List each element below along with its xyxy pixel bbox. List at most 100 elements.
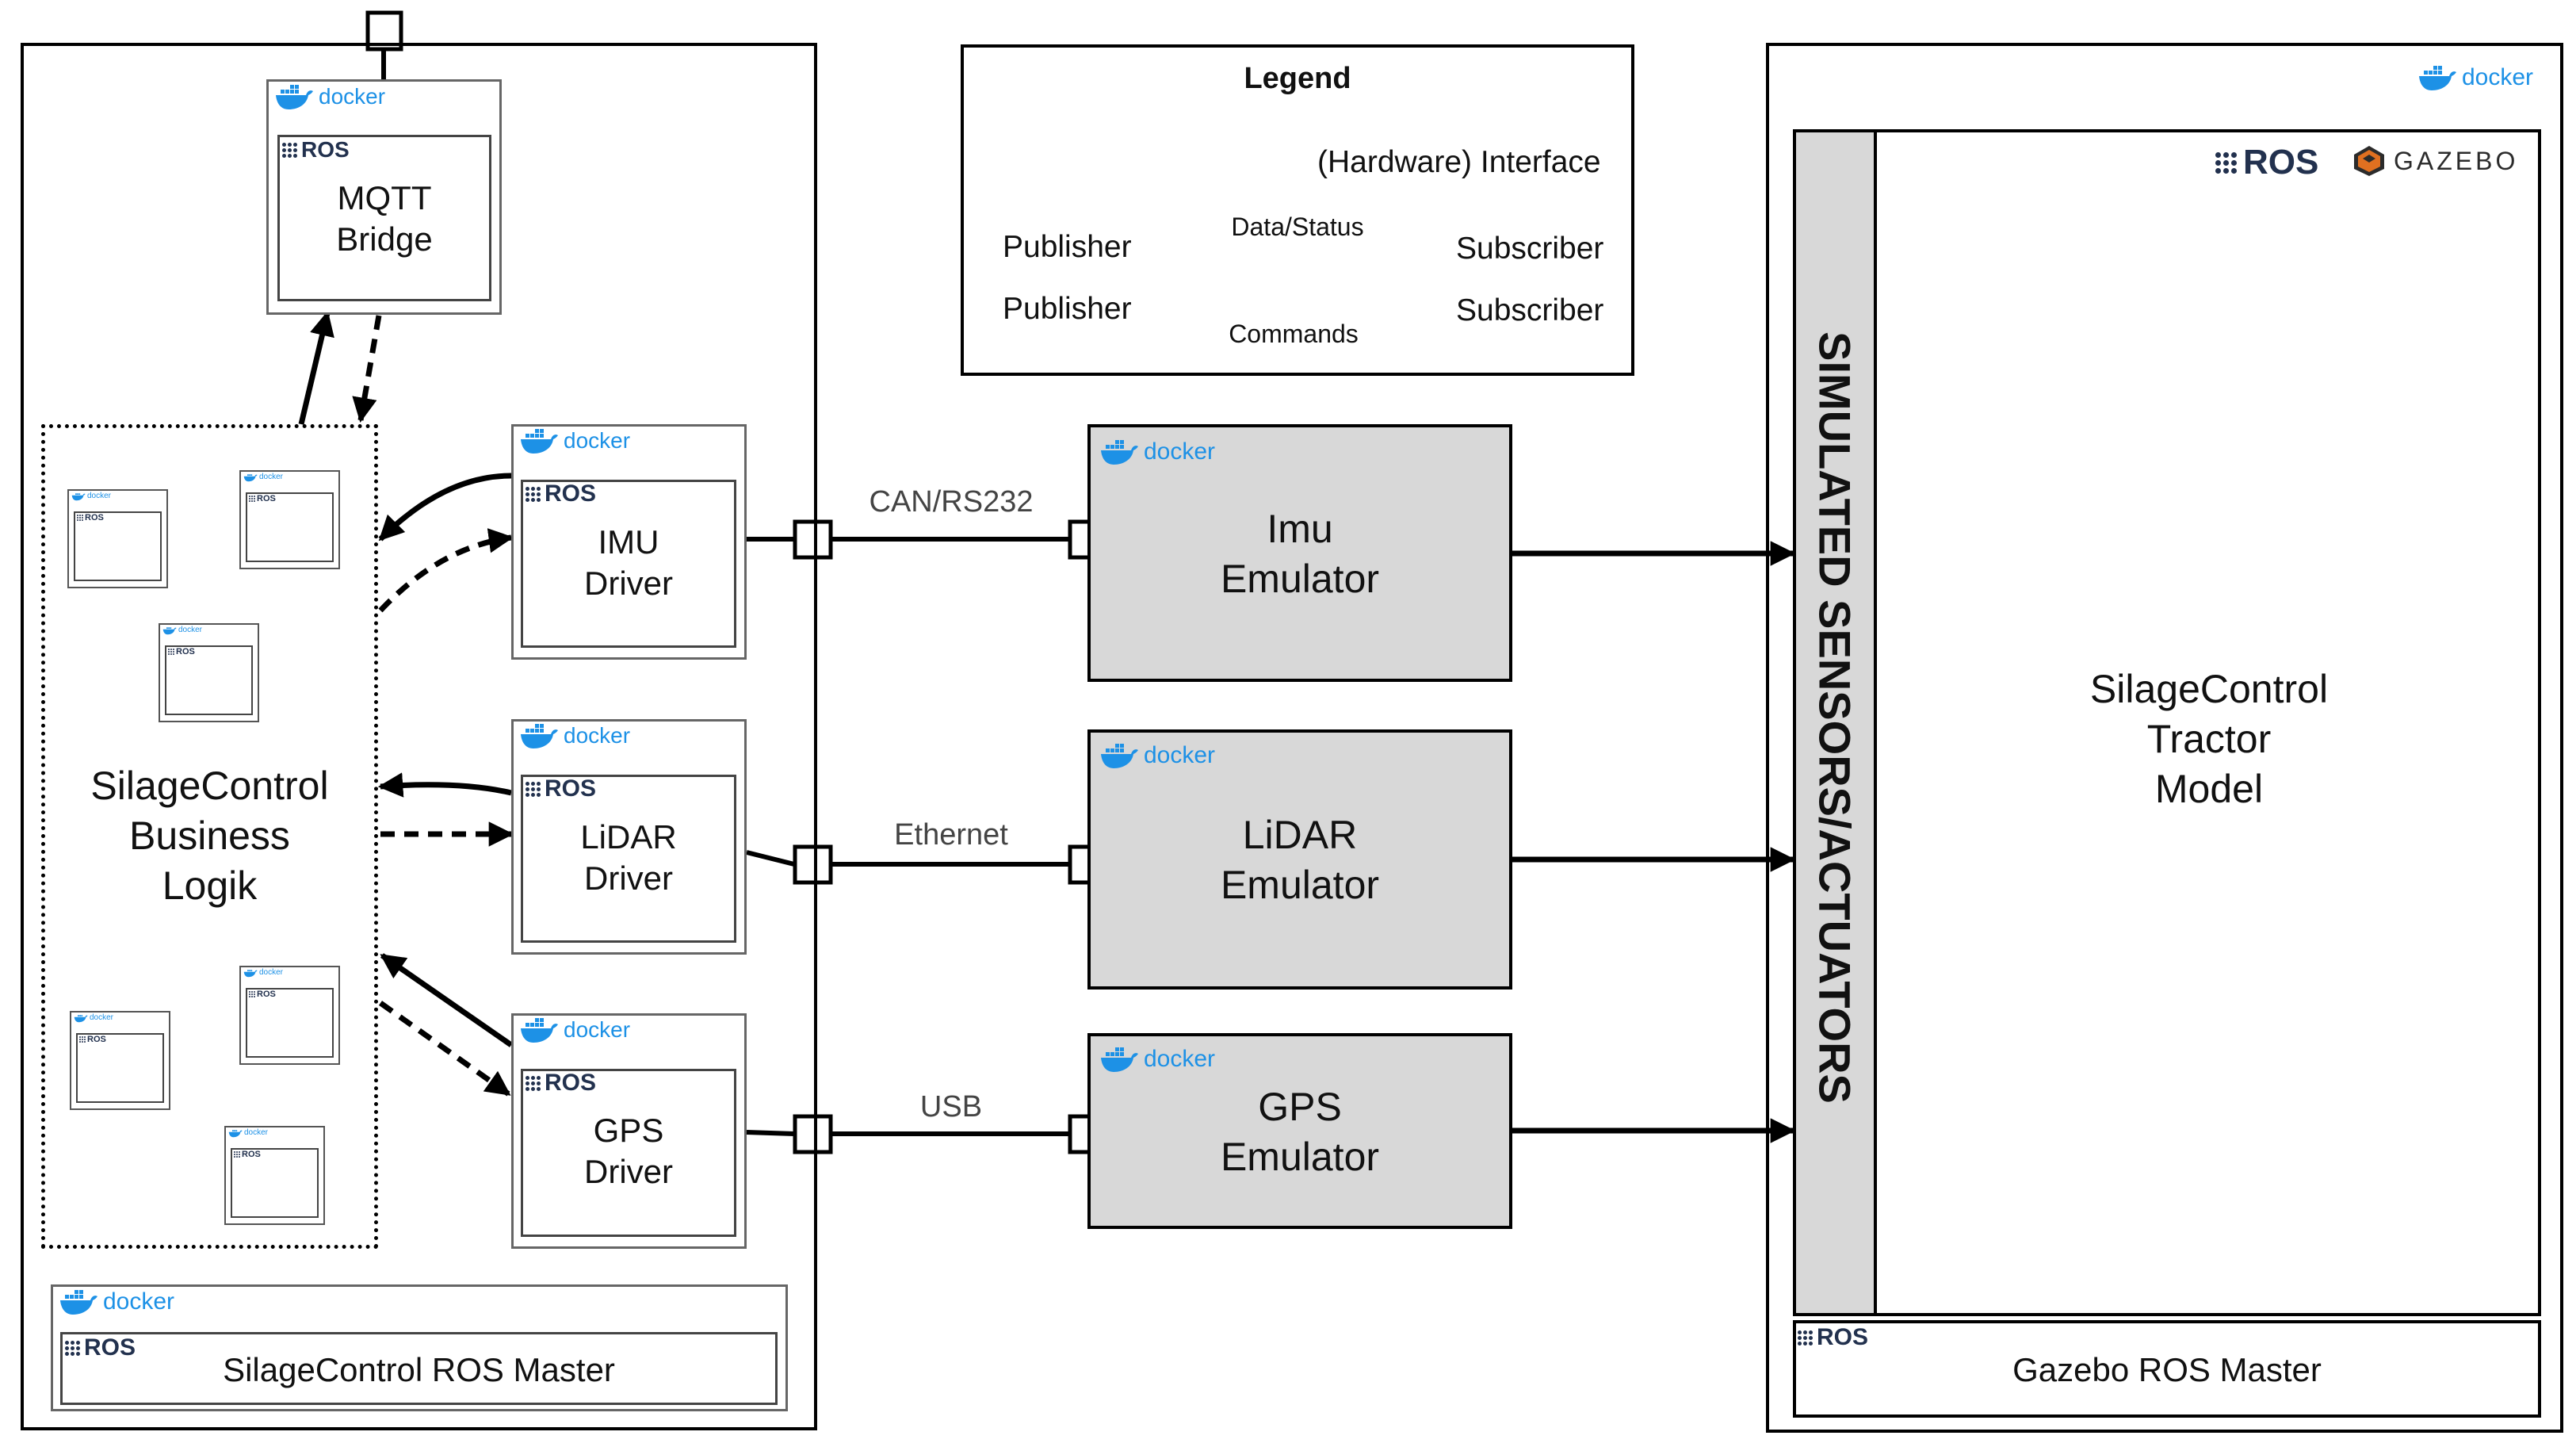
legend-title: Legend [1244,62,1351,95]
gps-emulator-line-2: Emulator [1220,1135,1380,1179]
ros-wordmark: ROS [84,1334,136,1361]
ros-logo: ROS [526,480,596,507]
ros-logo: ROS [234,1150,261,1159]
ros-dots-icon [1798,1330,1813,1346]
ros-dots-icon [282,142,297,158]
gps-emulator-line-1: GPS [1258,1085,1342,1129]
ros-logo: ROS [168,647,195,657]
tractor-model-line-3: Model [2154,767,2264,811]
mini-container: docker ROS [159,623,259,722]
docker-wordmark: docker [87,492,112,500]
mini-ros-node: ROS [165,645,253,715]
docker-wordmark: docker [564,723,631,748]
ros-logo: ROS [79,1035,106,1044]
gazebo-simulation-box [1793,129,2541,1316]
ros-logo: ROS [2215,143,2318,182]
imu-emulator-box [1087,424,1512,682]
lidar-driver-link [746,850,795,867]
ros-wordmark: ROS [545,1070,597,1096]
ros-logo: ROS [249,494,276,503]
mini-ros-node: ROS [246,492,334,562]
docker-whale-icon [2419,66,2456,90]
docker-whale-icon [1101,440,1138,465]
docker-whale-icon [71,493,86,501]
logic-to-mqtt-arrow [298,310,334,425]
docker-logo: docker [243,472,283,482]
docker-logo: docker [228,1127,268,1138]
ros-logo: ROS [249,990,276,999]
ros-wordmark: ROS [87,1035,106,1044]
lidar-driver-line-1: LiDAR [580,818,677,856]
legend-publisher-label-1: Publisher [1003,230,1132,264]
ros-wordmark: ROS [85,513,104,523]
imu-emulator-label: Imu Emulator [1087,504,1512,604]
docker-logo: docker [519,722,630,750]
gps-emulator-box [1087,1033,1512,1229]
docker-whale-icon [243,474,258,482]
mini-ros-node: ROS [76,1033,164,1103]
ros-dots-icon [65,1340,80,1356]
gps-driver-ros-node [521,1069,736,1237]
legend-subscriber-label-2: Subscriber [1456,293,1604,327]
gps-driver-line-1: GPS [593,1112,664,1149]
docker-logo: docker [519,1016,630,1044]
ros-dots-icon [79,1036,86,1043]
usb-label: USB [919,1090,983,1124]
ros-dots-icon [249,991,255,997]
ros-wordmark: ROS [1817,1324,1869,1350]
docker-whale-icon [162,627,177,635]
lidar-emulator-line-1: LiDAR [1242,813,1358,857]
imu-to-logic-arrow [378,473,512,542]
gps-driver-label: GPS Driver [521,1110,736,1192]
gazebo-wordmark: GAZEBO [2394,146,2519,175]
silagecontrol-ros-master-node [60,1332,778,1405]
tractor-model-line-1: SilageControl [2089,667,2329,711]
ros-wordmark: ROS [545,480,597,507]
simulated-sensors-label: SIMULATED SENSORS/ACTUATORS [1810,331,1860,1104]
ros-wordmark: ROS [545,775,597,802]
docker-wordmark: docker [244,1128,269,1137]
mqtt-bridge-ros-node [277,135,491,301]
mini-container: docker ROS [224,1126,325,1225]
ros-wordmark: ROS [301,137,350,162]
docker-wordmark: docker [319,84,386,109]
docker-logo: docker [71,491,111,501]
docker-wordmark: docker [178,626,203,634]
business-logic-line-1: SilageControl [90,764,329,808]
business-logic-container [41,424,378,1249]
imu-emulator-line-2: Emulator [1220,557,1380,601]
mqtt-bridge-line-1: MQTT [337,179,432,216]
imu-driver-line-2: Driver [584,565,673,602]
mini-container: docker ROS [239,470,340,569]
mini-container: docker ROS [70,1011,170,1110]
mqtt-to-logic-dashed-arrow [352,315,382,423]
docker-wordmark: docker [564,428,631,453]
silagecontrol-ros-master-label: SilageControl ROS Master [223,1351,615,1388]
imu-driver-line-1: IMU [598,523,659,561]
docker-whale-icon [276,85,313,109]
docker-logo: docker [274,82,385,111]
docker-whale-icon [1101,744,1138,768]
docker-whale-icon [521,429,558,454]
right-host-frame [1766,43,2563,1433]
docker-wordmark: docker [259,968,284,977]
docker-whale-icon [521,724,558,748]
docker-whale-icon [60,1290,97,1315]
legend-commands-label: Commands [1229,320,1359,348]
docker-whale-icon [243,970,258,978]
docker-logo: docker [1099,741,1215,770]
gps-emulator-label: GPS Emulator [1087,1082,1512,1182]
docker-whale-icon [228,1130,243,1138]
lidar-emulator-line-2: Emulator [1220,863,1380,907]
ros-wordmark: ROS [2243,143,2319,182]
imu-driver-label: IMU Driver [521,522,736,604]
docker-whale-icon [74,1015,88,1023]
docker-wordmark: docker [90,1013,114,1022]
ros-wordmark: ROS [176,647,195,657]
ros-wordmark: ROS [257,494,276,503]
mini-container: docker ROS [67,489,168,588]
docker-logo: docker [243,967,283,978]
docker-wordmark: docker [564,1017,631,1042]
docker-logo: docker [519,427,630,455]
